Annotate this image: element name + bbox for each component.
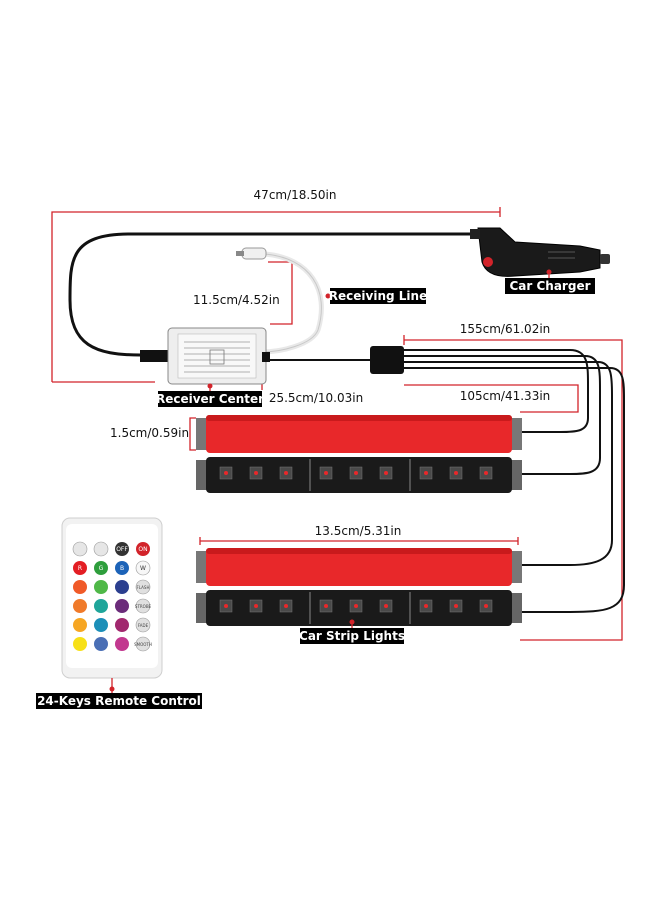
- flash-button-label: FLASH: [137, 585, 150, 590]
- label-receiving-line: Receiving Line: [325, 288, 427, 304]
- color-button-sky-blue: [94, 637, 108, 651]
- off-button-label: OFF: [116, 546, 128, 553]
- strip-lead-4: [403, 367, 625, 613]
- dim-strip-length-line: [199, 537, 519, 545]
- color-button-orange: [73, 580, 87, 594]
- dim-strip-height-text: 1.5cm/0.59in: [110, 426, 189, 440]
- red-button-label: R: [78, 565, 82, 572]
- dim-long-lead-line: [404, 339, 623, 641]
- brightness-down-button: [72, 541, 88, 557]
- on-button-label: ON: [138, 546, 147, 553]
- color-button-purple: [115, 599, 129, 613]
- strip-lead-1: [403, 349, 589, 433]
- color-button-green: [94, 561, 108, 575]
- brightness-up-button: [93, 541, 109, 557]
- dim-charger-cable-text: 47cm/18.50in: [254, 188, 337, 202]
- dim-long-lead-text: 155cm/61.02in: [460, 322, 551, 336]
- blue-button-label: B: [120, 565, 124, 572]
- dim-strip-length-text: 13.5cm/5.31in: [315, 524, 402, 538]
- on-button: [136, 542, 150, 556]
- receiver-center: [140, 327, 270, 385]
- label-receiver-center: Receiver Center: [156, 383, 264, 407]
- smooth-button-label: SMOOTH: [134, 642, 152, 647]
- strip-light-1: [196, 415, 522, 453]
- strip-light-4: [196, 590, 522, 626]
- dim-short-lead-text: 105cm/41.33in: [460, 389, 551, 403]
- strip-light-3: [196, 548, 522, 586]
- dim-receiving-line-line: [268, 261, 293, 325]
- cable-hub: [370, 346, 404, 374]
- label-remote-control-text: 24-Keys Remote Control: [37, 694, 201, 708]
- label-remote-control: 24-Keys Remote Control: [36, 678, 202, 709]
- dim-strip-height-line: [189, 417, 196, 451]
- color-button-pink: [115, 637, 129, 651]
- charger-cable: [68, 232, 480, 357]
- fade-button-label: FADE: [138, 623, 149, 628]
- strip-lead-3: [403, 361, 613, 566]
- color-button-yellow: [73, 637, 87, 651]
- color-button-cyan: [94, 618, 108, 632]
- strobe-button: [135, 598, 151, 614]
- strip-light-2: [196, 457, 522, 493]
- label-car-charger-text: Car Charger: [509, 279, 590, 293]
- color-button-navy: [115, 580, 129, 594]
- color-button-teal: [94, 599, 108, 613]
- color-button-white: [135, 560, 151, 576]
- cables: [68, 232, 625, 613]
- color-button-amber: [73, 618, 87, 632]
- label-receiver-center-text: Receiver Center: [156, 392, 264, 406]
- dim-receiver-to-hub-text: 25.5cm/10.03in: [269, 391, 363, 405]
- color-button-dark-orange: [73, 599, 87, 613]
- dimension-lines: [51, 207, 623, 641]
- green-button-label: G: [99, 565, 104, 572]
- dim-short-lead-line: [404, 384, 579, 413]
- dim-charger-cable-line: [51, 211, 500, 382]
- color-button-light-green: [94, 580, 108, 594]
- color-button-blue: [115, 561, 129, 575]
- receiving-line: [236, 247, 324, 355]
- label-car-charger: Car Charger: [505, 269, 595, 294]
- fade-button: [135, 617, 151, 633]
- label-receiving-line-text: Receiving Line: [329, 289, 427, 303]
- white-button-label: W: [140, 565, 146, 572]
- remote-control: OFF ON R G B W FLASH STROBE FADE SMOOTH: [61, 517, 163, 679]
- car-charger: [470, 227, 610, 277]
- smooth-button: [135, 636, 151, 652]
- strip-lead-2: [403, 355, 601, 475]
- label-car-strip-lights-text: Car Strip Lights: [299, 629, 405, 643]
- label-car-strip-lights: Car Strip Lights: [299, 619, 405, 644]
- strobe-button-label: STROBE: [135, 604, 152, 609]
- color-button-magenta: [115, 618, 129, 632]
- dim-receiving-line-text: 11.5cm/4.52in: [193, 293, 280, 307]
- flash-button: [135, 579, 151, 595]
- color-button-red: [73, 561, 87, 575]
- off-button: [115, 542, 129, 556]
